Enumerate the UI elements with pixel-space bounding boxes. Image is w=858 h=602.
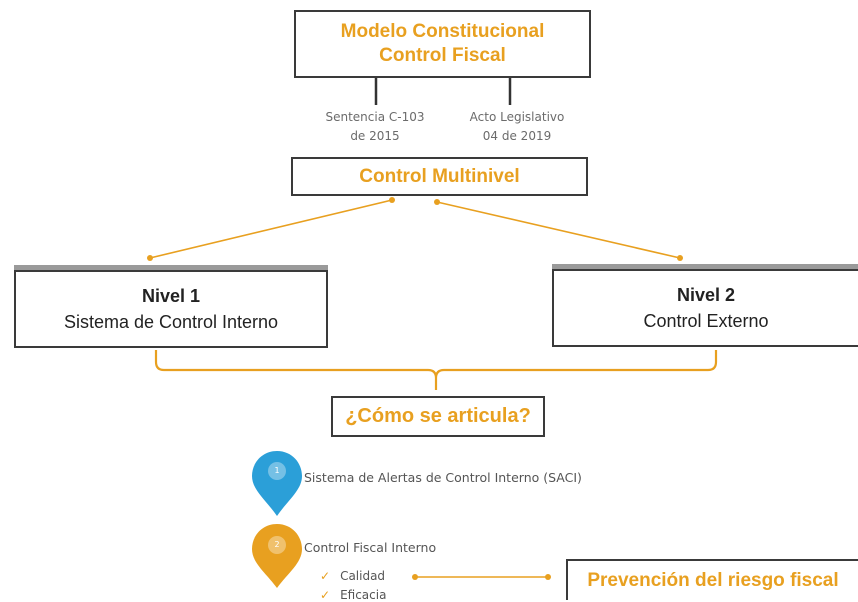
nivel2-shadow bbox=[552, 264, 858, 270]
nivel1-shadow bbox=[14, 265, 328, 271]
prevencion-riesgo-box: Prevención del riesgo fiscal bbox=[566, 559, 858, 600]
saci-label: Sistema de Alertas de Control Interno (S… bbox=[304, 470, 582, 485]
brace bbox=[154, 350, 718, 390]
nivel1-box: Nivel 1 Sistema de Control Interno bbox=[14, 270, 328, 348]
acto-line1: Acto Legislativo bbox=[469, 110, 565, 124]
pin-number-2: 2 bbox=[274, 540, 280, 549]
nivel2-title: Nivel 2 bbox=[676, 285, 736, 305]
checkmark-icon: ✓ bbox=[320, 569, 331, 583]
calidad-label: Calidad bbox=[340, 569, 386, 583]
legal-ref-acto: Acto Legislativo 04 de 2019 bbox=[458, 108, 576, 146]
link-to-nivel1 bbox=[149, 199, 393, 259]
top-box-line1: Modelo Constitucional bbox=[340, 21, 545, 42]
modelo-constitucional-box: Modelo Constitucional Control Fiscal bbox=[294, 10, 591, 78]
question-label: ¿Cómo se articula? bbox=[345, 405, 531, 427]
nivel1-title: Nivel 1 bbox=[141, 286, 201, 306]
nivel1-subtitle: Sistema de Control Interno bbox=[63, 312, 279, 332]
pin-blue-icon bbox=[252, 451, 302, 516]
dot bbox=[434, 199, 440, 205]
sentencia-line1: Sentencia C-103 bbox=[325, 110, 425, 124]
check-item-calidad: ✓ Calidad bbox=[320, 569, 385, 583]
prevencion-label: Prevención del riesgo fiscal bbox=[587, 569, 839, 591]
pin-orange-icon bbox=[252, 524, 302, 588]
dot bbox=[677, 255, 683, 261]
como-se-articula-box: ¿Cómo se articula? bbox=[331, 396, 545, 437]
multinivel-label: Control Multinivel bbox=[359, 165, 520, 187]
top-box-line2: Control Fiscal bbox=[379, 45, 506, 66]
dot bbox=[389, 197, 395, 203]
eficacia-label: Eficacia bbox=[340, 588, 387, 602]
link-to-nivel2 bbox=[436, 201, 681, 259]
nivel2-subtitle: Control Externo bbox=[643, 311, 769, 331]
dot bbox=[412, 574, 418, 580]
legal-ref-sentencia: Sentencia C-103 de 2015 bbox=[316, 108, 434, 146]
acto-line2: 04 de 2019 bbox=[482, 129, 552, 143]
dot bbox=[147, 255, 153, 261]
dot bbox=[545, 574, 551, 580]
nivel2-box: Nivel 2 Control Externo bbox=[552, 269, 858, 347]
control-multinivel-box: Control Multinivel bbox=[291, 157, 588, 196]
checkmark-icon: ✓ bbox=[320, 588, 331, 602]
pin-number-1: 1 bbox=[274, 466, 280, 475]
check-item-eficacia: ✓ Eficacia bbox=[320, 588, 386, 602]
control-fiscal-interno-label: Control Fiscal Interno bbox=[304, 540, 437, 555]
sentencia-line2: de 2015 bbox=[350, 129, 400, 143]
